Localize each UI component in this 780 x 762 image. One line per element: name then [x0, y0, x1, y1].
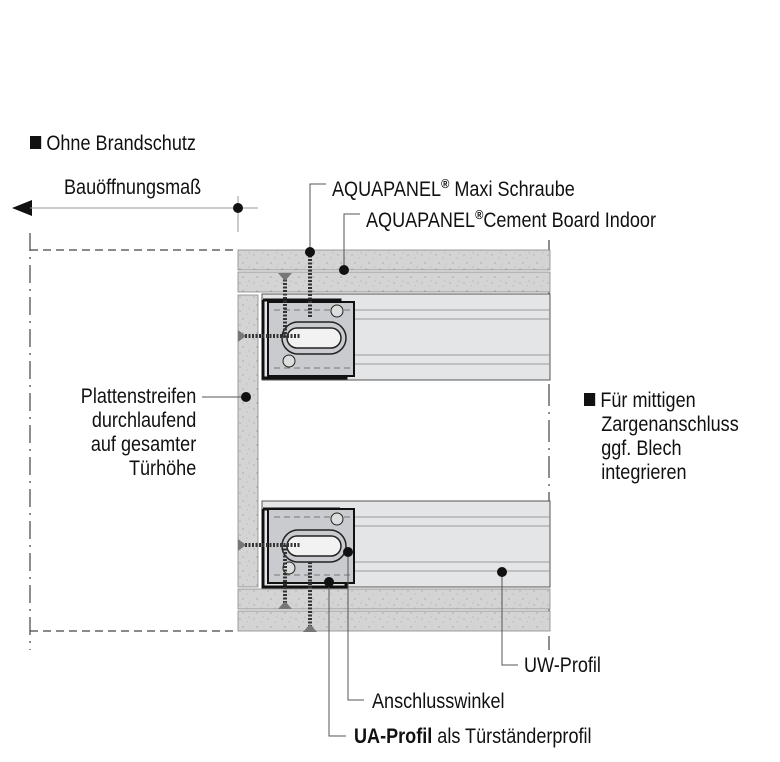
square-bullet-icon: [30, 136, 42, 149]
ua-profil-bold: UA-Profil: [354, 725, 433, 748]
ua-profil-rest: als Türständerprofil: [432, 725, 592, 748]
strip-line-3: auf gesamter: [90, 433, 196, 456]
ua-profile-bracket-bottom: [238, 507, 355, 632]
dimension-label: Bauöffnungsmaß: [64, 176, 202, 199]
square-bullet-icon: [584, 393, 596, 406]
dimension-point: [233, 203, 243, 213]
arrow-left-icon: [12, 200, 32, 216]
note-line-4: integrieren: [601, 461, 687, 484]
board-brand: AQUAPANEL: [366, 209, 476, 232]
dimension-line: [12, 196, 258, 232]
cement-board-top-inner: [237, 271, 551, 293]
screw-brand: AQUAPANEL: [332, 178, 442, 201]
board-strip: [237, 294, 259, 588]
strip-line-2: durchlaufend: [91, 409, 196, 432]
label-cement-board: AQUAPANEL®Cement Board Indoor: [366, 203, 656, 233]
label-plattenstreifen: Plattenstreifen durchlaufend auf gesamte…: [81, 385, 196, 481]
board-registered-mark: ®: [475, 207, 484, 222]
strip-line-4: Türhöhe: [128, 457, 196, 480]
label-ua-profil: UA-Profil als Türständerprofil: [354, 725, 592, 749]
leader-dots: [241, 247, 507, 587]
strip-line-1: Plattenstreifen: [80, 385, 196, 408]
label-anschlusswinkel: Anschlusswinkel: [372, 690, 505, 713]
screw-registered-mark: ®: [441, 176, 450, 191]
leader-lines: [202, 183, 518, 737]
ua-profile-bracket-top: [238, 252, 355, 380]
title-text: Ohne Brandschutz: [46, 132, 196, 155]
screw-name: Maxi Schraube: [449, 178, 575, 201]
title-ohne-brandschutz: Ohne Brandschutz: [30, 132, 196, 156]
cement-board-bottom-inner: [237, 588, 551, 610]
note-line-2: Zargenanschluss: [601, 413, 739, 436]
note-line-1: Für mittigen: [600, 389, 696, 412]
board-name: Cement Board Indoor: [483, 209, 657, 232]
cement-board-top-outer: [237, 249, 551, 271]
label-note-zargenanschluss: Für mittigen Zargenanschluss ggf. Blech …: [584, 389, 739, 485]
note-line-3: ggf. Blech: [601, 437, 682, 460]
label-uw-profil: UW-Profil: [524, 654, 601, 677]
label-maxi-schraube: AQUAPANEL® Maxi Schraube: [332, 172, 575, 202]
cement-board-bottom-outer: [237, 610, 551, 632]
